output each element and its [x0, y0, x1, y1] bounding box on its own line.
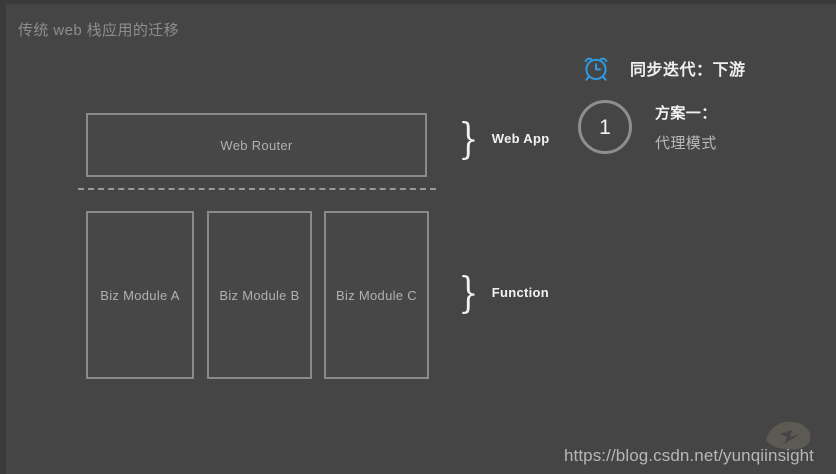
plan-text-block: 方案一： 代理模式 [655, 102, 717, 153]
csdn-logo-icon [766, 421, 811, 450]
plan-number-value: 1 [599, 115, 611, 139]
watermark-url: https://blog.csdn.net/yunqiinsight [563, 446, 814, 465]
diagram-box-label: Web Router [220, 137, 293, 153]
plan-number-badge: 1 [578, 100, 632, 154]
brace-label-web-app: Web App [491, 131, 550, 146]
diagram-box-biz-module-a: Biz Module A [86, 211, 194, 379]
diagram-box-label: Biz Module B [219, 287, 300, 303]
diagram-box-biz-module-c: Biz Module C [324, 211, 429, 379]
diagram-box-web-router: Web Router [86, 113, 427, 177]
brace-label-function: Function [491, 285, 550, 300]
brace-group-function: } Function [458, 267, 550, 317]
frame-left-edge [0, 0, 6, 474]
brace-group-web-app: } Web App [458, 113, 550, 163]
page-title: 传统 web 栈应用的迁移 [18, 22, 180, 39]
plan-title: 方案一： [655, 104, 717, 122]
plan-item: 1 方案一： 代理模式 [578, 100, 717, 154]
diagram-box-biz-module-b: Biz Module B [207, 211, 312, 379]
plan-subtitle: 代理模式 [655, 134, 717, 152]
alarm-clock-icon [584, 57, 608, 81]
frame-top-edge [0, 0, 836, 4]
callout-text: 同步迭代：下游 [630, 62, 746, 79]
diagram-box-label: Biz Module C [336, 287, 417, 303]
diagram-box-label: Biz Module A [100, 287, 180, 303]
callout-sync-iteration: 同步迭代：下游 [580, 52, 746, 84]
dashed-divider [78, 188, 436, 190]
